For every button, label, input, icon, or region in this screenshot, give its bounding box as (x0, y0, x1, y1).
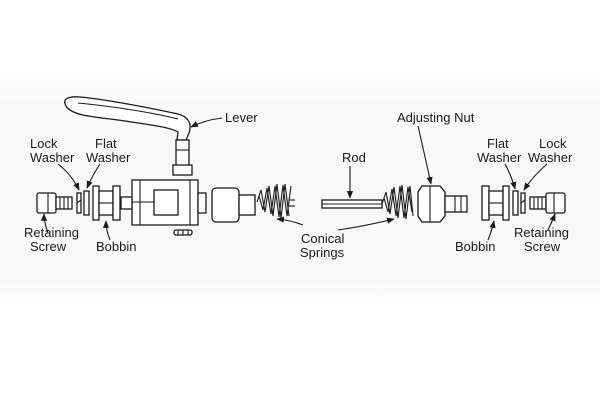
conical-spring-right (381, 184, 414, 220)
label-retaining-screw-right-line2: Screw (524, 239, 561, 254)
label-flat-washer-right-line2: Washer (477, 150, 522, 165)
conical-spring-left (256, 183, 295, 219)
retaining-screw-right (529, 192, 566, 214)
label-conical-springs-line1: Conical (301, 231, 344, 246)
label-rod: Rod (342, 150, 366, 165)
label-lever: Lever (225, 110, 258, 125)
label-bobbin-left: Bobbin (96, 239, 136, 254)
sleeve (211, 187, 256, 223)
label-retaining-screw-left-line1: Retaining (24, 225, 79, 240)
rod (321, 199, 383, 209)
label-lock-washer-right-line2: Washer (528, 150, 573, 165)
flat-washer-right (512, 190, 519, 216)
bobbin-left (92, 185, 121, 221)
label-adjusting-nut: Adjusting Nut (397, 110, 475, 125)
retaining-screw-left (36, 192, 73, 214)
label-bobbin-right: Bobbin (455, 239, 495, 254)
label-flat-washer-left-line1: Flat (95, 136, 117, 151)
label-conical-springs-line2: Springs (300, 245, 345, 260)
label-retaining-screw-right-line1: Retaining (514, 225, 569, 240)
label-lock-washer-left-line2: Washer (30, 150, 75, 165)
leader-lines (40, 117, 556, 241)
label-lock-washer-right-line1: Lock (539, 136, 567, 151)
label-flat-washer-right-line1: Flat (487, 136, 509, 151)
label-flat-washer-left-line2: Washer (86, 150, 131, 165)
handle-body (120, 179, 207, 226)
label-retaining-screw-left-line2: Screw (30, 239, 67, 254)
bobbin-right (481, 185, 510, 221)
pin (173, 229, 193, 236)
label-lock-washer-left-line1: Lock (30, 136, 58, 151)
adjusting-nut (417, 185, 468, 223)
lock-washer-left (76, 192, 82, 214)
lever (64, 96, 193, 176)
lock-washer-right (520, 192, 526, 214)
flat-washer-left (83, 190, 90, 216)
